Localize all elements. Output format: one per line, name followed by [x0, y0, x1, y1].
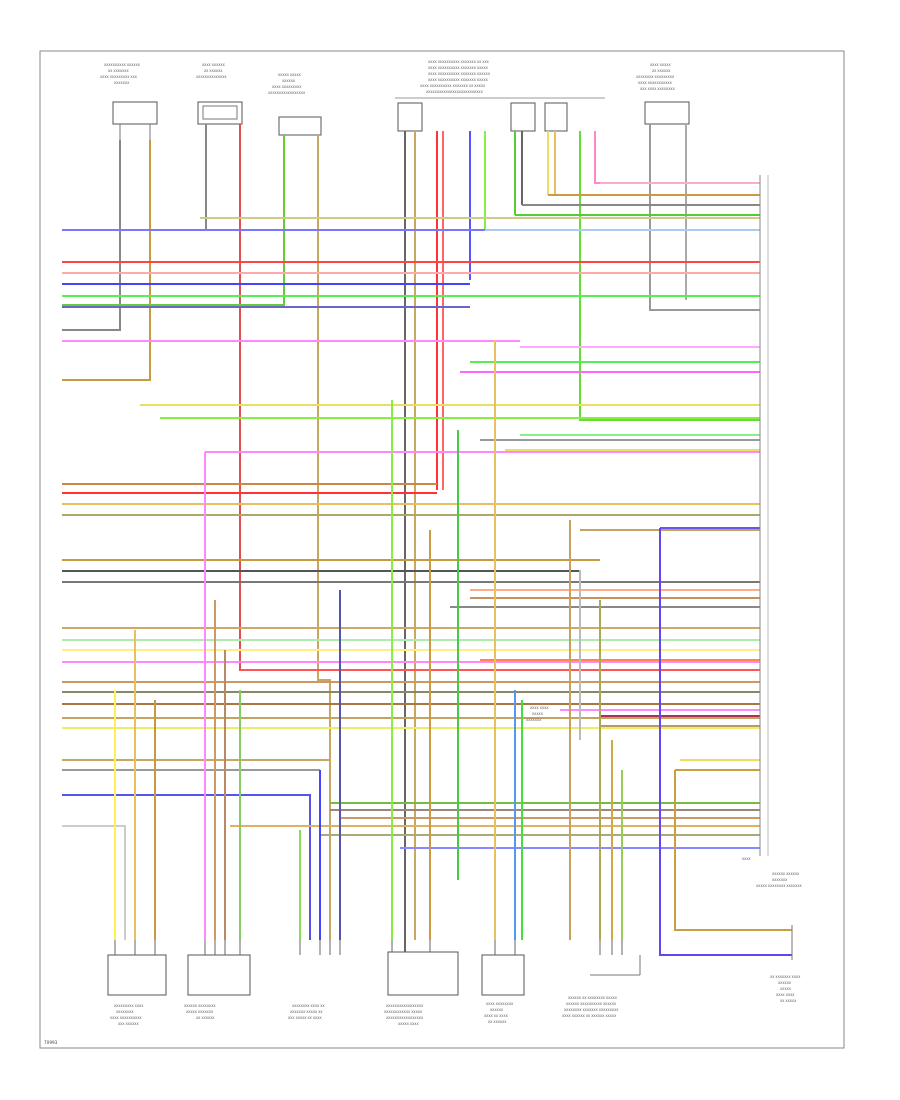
svg-text:XXXX XXXX: XXXX XXXX [776, 993, 795, 997]
svg-text:XXX XXXXX XX XXXX: XXX XXXXX XX XXXX [288, 1016, 322, 1020]
svg-text:XXXX: XXXX [742, 857, 752, 861]
svg-text:XXXX XXXXX: XXXX XXXXX [650, 63, 671, 67]
svg-text:XXXXX XXXXX: XXXXX XXXXX [278, 73, 302, 77]
svg-text:XXXX XXXX: XXXX XXXX [530, 706, 549, 710]
svg-text:XX XXXXXX: XX XXXXXX [204, 69, 223, 73]
svg-text:XXXXXXXXXXXXXXXXX: XXXXXXXXXXXXXXXXX [386, 1004, 424, 1008]
fuel-pump-relay: XXXX XXXX XXXXX XXXXXXX [526, 706, 549, 722]
svg-text:XXXX XXXXXXXXXXX: XXXX XXXXXXXXXXX [638, 81, 673, 85]
svg-text:XXXXX XXXXXXXX XXXXXXX: XXXXX XXXXXXXX XXXXXXX [756, 884, 803, 888]
svg-text:XXXX XXXXXXXX: XXXX XXXXXXXX [486, 1002, 514, 1006]
svg-text:XXXX XXXXXXXXXX XXXXXXX XXXXX: XXXX XXXXXXXXXX XXXXXXX XXXXX [428, 66, 489, 70]
component-bottom-1: XXXXXXXXX XXXX XXXXXXXX XXXX XXXXXXXXXX … [107, 954, 167, 1026]
svg-text:XXXXX XXXX: XXXXX XXXX [398, 1022, 419, 1026]
svg-text:XXXXXXXXXXXXXXXXXXXXXXXXXX: XXXXXXXXXXXXXXXXXXXXXXXXXX [426, 90, 484, 94]
sensor-top-3: XXXXX XXXXX XXXXXX XXXX XXXXXXXXX XXXXXX… [268, 73, 322, 136]
svg-text:XXXXX: XXXXX [780, 987, 792, 991]
svg-text:XXXXXXXXX XXXX: XXXXXXXXX XXXX [114, 1004, 144, 1008]
component-bottom-2: XXXXXX XXXXXXXX XXXXX XXXXXXX XX XXXXXX [184, 954, 251, 1020]
top-components: XXXXXXXXXX XXXXXX XX XXXXXXX XXXX XXXXXX… [100, 60, 690, 140]
svg-text:XXXX XX XXXX: XXXX XX XXXX [484, 1014, 509, 1018]
right-connector: XXXX XXXXXX XXXXXX XXXXXXX XXXXX XXXXXXX… [742, 175, 803, 888]
component-bottom-3: XXXXXXXX XXXX XX XXXXXXX XXXXX XX XXX XX… [288, 1004, 325, 1020]
sensor-top-1: XXXXXXXXXX XXXXXX XX XXXXXXX XXXX XXXXXX… [100, 63, 158, 140]
svg-text:XXXXX: XXXXX [532, 712, 544, 716]
svg-text:XXXXXXX: XXXXXXX [526, 718, 542, 722]
svg-text:XXXXXX XXXXXXXXXX XXXXXX: XXXXXX XXXXXXXXXX XXXXXX [566, 1002, 617, 1006]
svg-text:XXXXXXXXXX XXXXXX: XXXXXXXXXX XXXXXX [104, 63, 141, 67]
svg-text:XXXXX XXXXXXX: XXXXX XXXXXXX [186, 1010, 214, 1014]
bottom-wire-ticks [114, 940, 623, 955]
svg-text:XXXXXXXX XXXXXXX XXXXXXXXX: XXXXXXXX XXXXXXX XXXXXXXXX [564, 1008, 619, 1012]
svg-text:XXXXXXXXXXXXXXXXX: XXXXXXXXXXXXXXXXX [386, 1016, 424, 1020]
svg-text:XXX XXXXXX: XXX XXXXXX [118, 1022, 139, 1026]
svg-text:XXXXXX: XXXXXX [778, 981, 792, 985]
sensor-top-2: XXXX XXXXXX XX XXXXXX XXXXXXXXXXXXXX [196, 63, 243, 125]
svg-text:XXXX XXXXXXXXX: XXXX XXXXXXXXX [272, 85, 302, 89]
svg-text:XXXXXX: XXXXXX [490, 1008, 504, 1012]
bottom-components: XXXXXXXXX XXXX XXXXXXXX XXXX XXXXXXXXXX … [107, 925, 801, 1026]
sensor-top-4: XXXX XXXXX XX XXXXXX XXXXXXXX XXXXXXXXX … [636, 63, 690, 125]
svg-text:XXXXXX: XXXXXX [282, 79, 296, 83]
svg-text:XX XXXXX: XX XXXXX [780, 999, 797, 1003]
svg-text:XXXXXXX: XXXXXXX [772, 878, 788, 882]
svg-text:XXXXXXXXXXXXXXXXX: XXXXXXXXXXXXXXXXX [268, 91, 306, 95]
svg-text:XXXX XXXXXXXXX XXX: XXXX XXXXXXXXX XXX [100, 75, 138, 79]
svg-text:XXXXXXXX XXXX XX: XXXXXXXX XXXX XX [292, 1004, 325, 1008]
svg-text:XXXXXXX: XXXXXXX [114, 81, 130, 85]
svg-text:XXXX XXXXXXXXXX XXXXXXX XXXXX: XXXX XXXXXXXXXX XXXXXXX XXXXX [428, 78, 489, 82]
svg-text:XXX XXXX XXXXXXXX: XXX XXXX XXXXXXXX [640, 87, 676, 91]
svg-text:XX XXXXXXX XXXX: XX XXXXXXX XXXX [770, 975, 801, 979]
component-bottom-6: XXXXXX XX XXXXXXXX XXXXX XXXXXX XXXXXXXX… [562, 955, 641, 1018]
injector-cluster: XXXX XXXXXXXXXX XXXXXXX XX XXX XXXX XXXX… [395, 60, 605, 132]
svg-text:XXXXXX XXXXXX: XXXXXX XXXXXX [772, 872, 800, 876]
svg-text:XXXX XXXXXX: XXXX XXXXXX [202, 63, 226, 67]
svg-text:XXXXXXXX: XXXXXXXX [116, 1010, 134, 1014]
left-bus-wires [62, 229, 760, 940]
vertical-wires [62, 124, 760, 955]
svg-text:XXXXXXXX XXXXXXXXX: XXXXXXXX XXXXXXXXX [636, 75, 675, 79]
lower-vertical-wires [114, 340, 792, 956]
svg-text:XXXXXX XX XXXXXXXX XXXXX: XXXXXX XX XXXXXXXX XXXXX [568, 996, 618, 1000]
component-bottom-5: XXXX XXXXXXXX XXXXXX XXXX XX XXXX XX XXX… [481, 954, 525, 1024]
component-bottom-right: XX XXXXXXX XXXX XXXXXX XXXXX XXXX XXXX X… [770, 925, 801, 1003]
svg-text:XX XXXXXX: XX XXXXXX [652, 69, 671, 73]
svg-text:XXXX XXXXXXXXXX XXXXXXX XX XXX: XXXX XXXXXXXXXX XXXXXXX XX XXX [428, 60, 490, 64]
component-bottom-4: XXXXXXXXXXXXXXXXX XXXXXXXXXXXX XXXXX XXX… [384, 951, 459, 1026]
svg-text:XX XXXXXX: XX XXXXXX [488, 1020, 507, 1024]
svg-text:XXXX XXXXXX XX XXXXXX XXXXX: XXXX XXXXXX XX XXXXXX XXXXX [562, 1014, 617, 1018]
svg-text:XXXXXXX XXXXX XX: XXXXXXX XXXXX XX [290, 1010, 323, 1014]
diagram-id: 70993 [44, 1040, 58, 1045]
diagram-frame [39, 50, 845, 1049]
svg-text:XXXXXX XXXXXXXX: XXXXXX XXXXXXXX [184, 1004, 216, 1008]
svg-text:XXXX XXXXXXXXXX: XXXX XXXXXXXXXX [110, 1016, 142, 1020]
svg-text:XX XXXXXXX: XX XXXXXXX [108, 69, 129, 73]
svg-text:XXXXXXXXXXXX XXXXX: XXXXXXXXXXXX XXXXX [384, 1010, 423, 1014]
svg-text:XXXXXXXXXXXXXX: XXXXXXXXXXXXXX [196, 75, 227, 79]
svg-text:XX XXXXXX: XX XXXXXX [196, 1016, 215, 1020]
svg-text:XXXX XXXXXXXXXX XXXXXXX XXXXXX: XXXX XXXXXXXXXX XXXXXXX XXXXXX [428, 72, 491, 76]
svg-text:XXXX XXXXXXXXXX XXXXXXX XX XXX: XXXX XXXXXXXXXX XXXXXXX XX XXXXX [420, 84, 486, 88]
